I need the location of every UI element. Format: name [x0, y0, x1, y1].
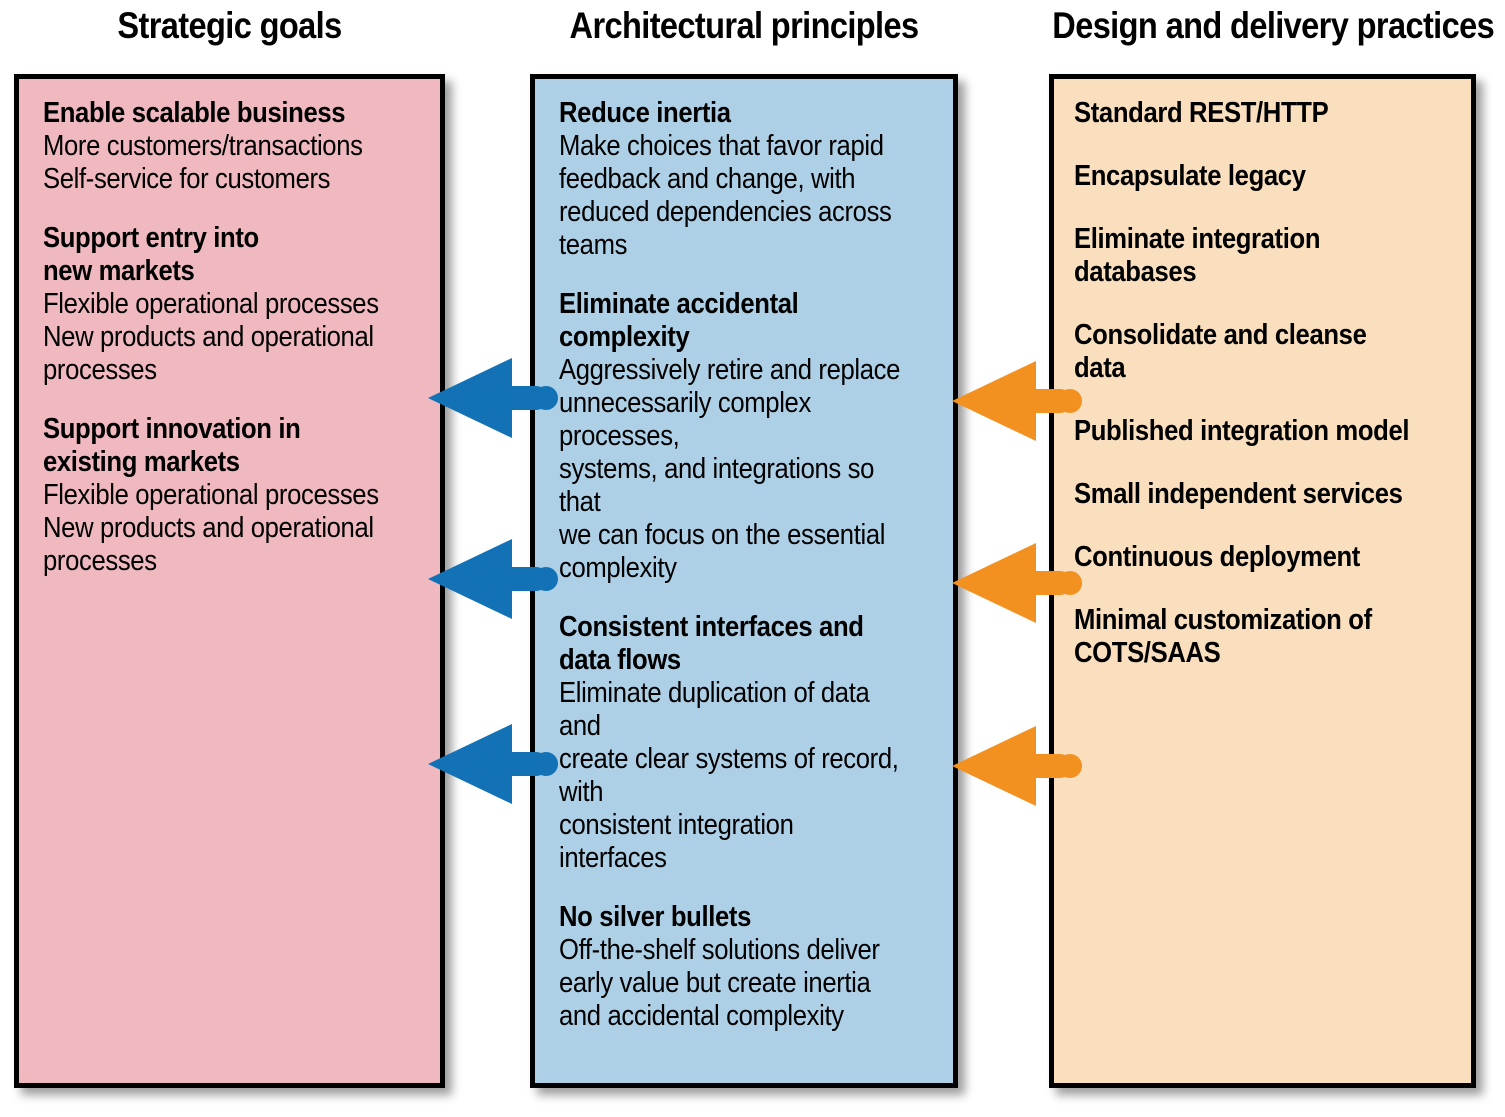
panel-strategic-goals: Enable scalable business More customers/… — [14, 74, 445, 1088]
panel-architectural-principles-content: Reduce inertia Make choices that favor r… — [535, 79, 953, 1043]
practice-item: Consolidate and cleanse data — [1074, 319, 1367, 384]
principle-title: Consistent interfaces and data flows — [559, 611, 864, 676]
column-heading-strategic-goals: Strategic goals — [117, 5, 342, 46]
goal-block: Enable scalable business More customers/… — [43, 97, 426, 196]
principle-title: No silver bullets — [559, 901, 752, 933]
practice-item: Minimal customization of COTS/SAAS — [1074, 604, 1372, 669]
column-heading-architectural-principles: Architectural principles — [569, 5, 920, 46]
panel-design-delivery-practices: Standard REST/HTTP Encapsulate legacy El… — [1049, 74, 1476, 1088]
goal-block: Support innovation in existing markets F… — [43, 413, 426, 578]
goal-title: Support entry into new markets — [43, 222, 259, 287]
principle-title: Reduce inertia — [559, 97, 731, 129]
goal-title: Support innovation in existing markets — [43, 413, 301, 478]
principle-body: Eliminate duplication of data and create… — [559, 677, 899, 874]
column-heading-design-delivery-practices: Design and delivery practices — [1052, 5, 1495, 46]
goal-body: Flexible operational processes New produ… — [43, 479, 379, 577]
practice-item: Eliminate integration databases — [1074, 223, 1321, 288]
practice-item: Standard REST/HTTP — [1074, 97, 1329, 129]
goal-body: Flexible operational processes New produ… — [43, 288, 379, 386]
principle-body: Make choices that favor rapid feedback a… — [559, 130, 892, 261]
principle-block: Eliminate accidental complexity Aggressi… — [559, 288, 939, 585]
principle-title: Eliminate accidental complexity — [559, 288, 799, 353]
panel-architectural-principles: Reduce inertia Make choices that favor r… — [530, 74, 958, 1088]
practice-item: Small independent services — [1074, 478, 1403, 510]
practice-item: Encapsulate legacy — [1074, 160, 1306, 192]
goal-title: Enable scalable business — [43, 97, 346, 129]
principle-block: Reduce inertia Make choices that favor r… — [559, 97, 939, 262]
principle-body: Off-the-shelf solutions deliver early va… — [559, 934, 880, 1032]
practice-item: Published integration model — [1074, 415, 1410, 447]
goal-block: Support entry into new markets Flexible … — [43, 222, 426, 387]
panel-strategic-goals-content: Enable scalable business More customers/… — [19, 79, 440, 588]
panel-design-delivery-practices-content: Standard REST/HTTP Encapsulate legacy El… — [1054, 79, 1471, 680]
principle-block: No silver bullets Off-the-shelf solution… — [559, 901, 939, 1033]
practice-item: Continuous deployment — [1074, 541, 1360, 573]
principle-block: Consistent interfaces and data flows Eli… — [559, 611, 939, 875]
goal-body: More customers/transactions Self-service… — [43, 130, 363, 195]
principle-body: Aggressively retire and replace unnecess… — [559, 354, 901, 584]
